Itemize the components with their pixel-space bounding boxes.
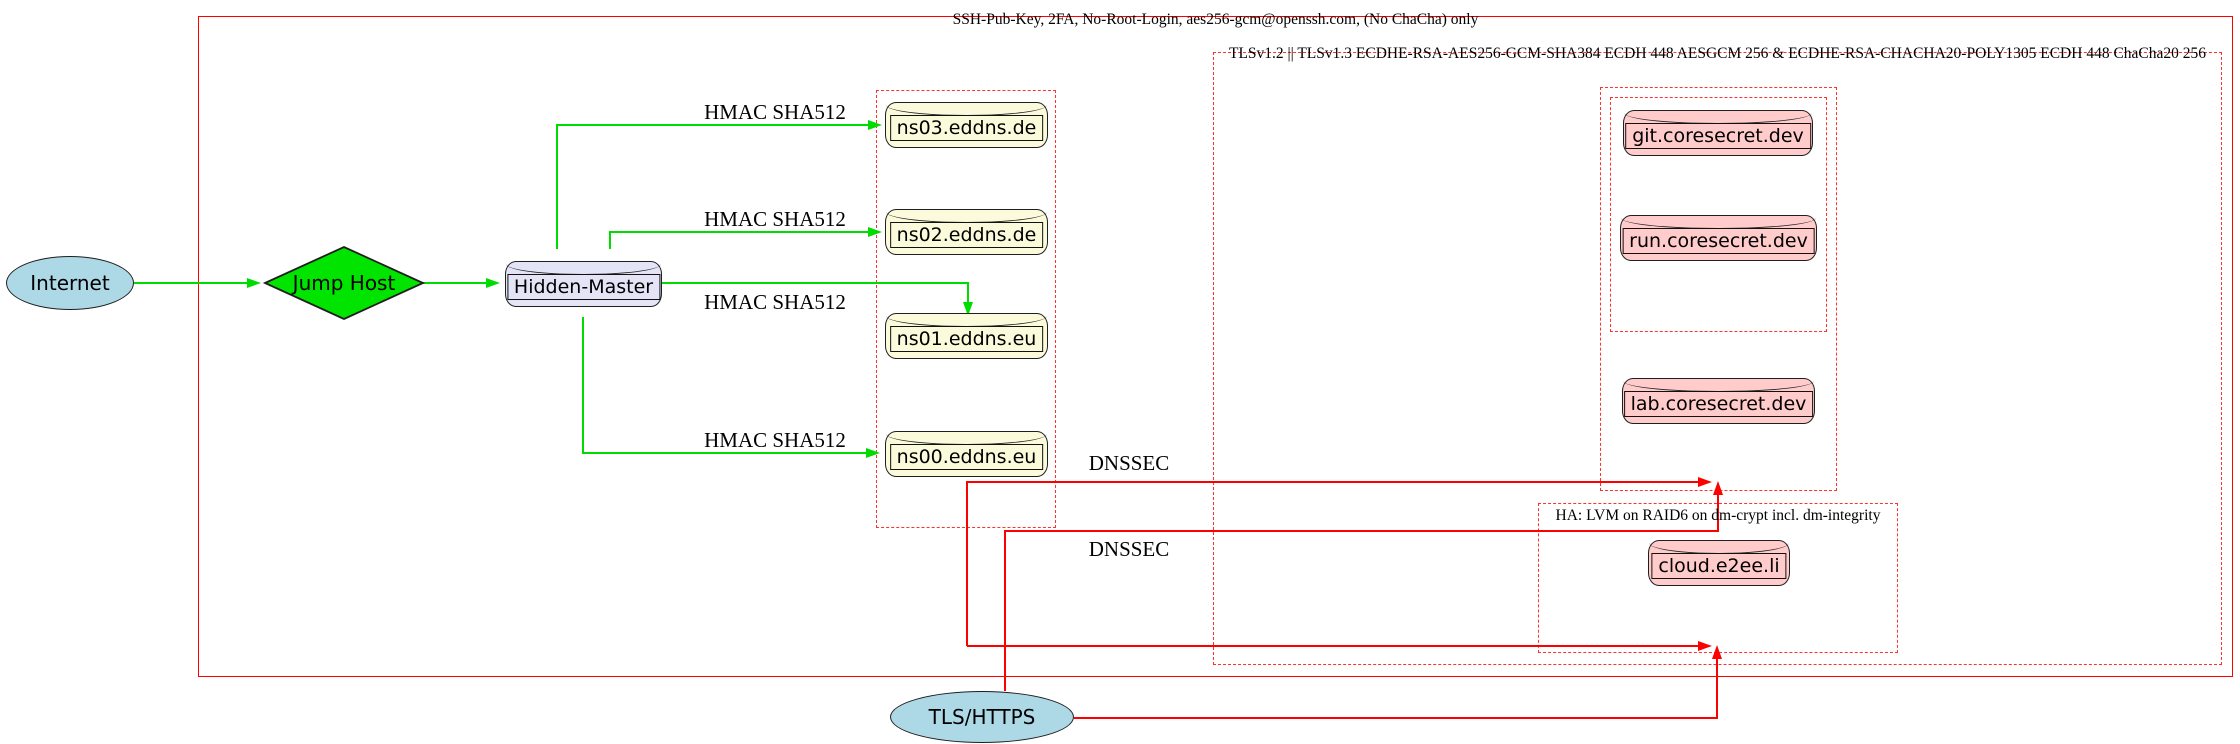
- outer-security-boundary: [198, 16, 2233, 677]
- node-ns00: ns00.eddns.eu: [885, 431, 1048, 477]
- node-ns01: ns01.eddns.eu: [885, 313, 1048, 359]
- arrowhead-dnssec-upper: [1698, 477, 1712, 487]
- node-tls-https-label: TLS/HTTPS: [928, 705, 1036, 729]
- coresecret-inner-cluster-box: [1610, 97, 1827, 332]
- arrowhead-hiddenmaster: [486, 278, 500, 288]
- edge-label-dnssec-1: DNSSEC: [1088, 451, 1170, 475]
- edge-tls-ha: [1074, 658, 1718, 719]
- node-ns00-label: ns00.eddns.eu: [889, 444, 1044, 471]
- edge-hiddenmaster-ns02: [609, 231, 870, 249]
- arrowhead-ns01: [963, 302, 973, 316]
- edge-hiddenmaster-ns01: [662, 282, 969, 304]
- arrowhead-ns02: [868, 227, 882, 237]
- arrowhead-tls-ha: [1712, 645, 1722, 659]
- arrowhead-jumphost: [247, 278, 261, 288]
- node-jump-host: Jump Host: [265, 247, 423, 319]
- node-git-label: git.coresecret.dev: [1625, 123, 1811, 150]
- arrowhead-ns00: [866, 448, 880, 458]
- node-jump-host-label: Jump Host: [292, 271, 396, 295]
- node-hidden-master: Hidden-Master: [505, 261, 662, 307]
- node-run: run.coresecret.dev: [1620, 215, 1817, 261]
- node-jump-host-shape: [262, 246, 426, 320]
- edge-label-hmac-ns02: HMAC SHA512: [704, 207, 846, 231]
- outer-boundary-label: SSH-Pub-Key, 2FA, No-Root-Login, aes256-…: [952, 11, 1479, 28]
- edge-label-hmac-ns03: HMAC SHA512: [704, 100, 846, 124]
- edge-tls-coresecret: [1004, 494, 1719, 691]
- ha-cluster-label: HA: LVM on RAID6 on dm-crypt incl. dm-in…: [1555, 507, 1881, 524]
- node-internet: Internet: [6, 256, 134, 310]
- node-ns03-label: ns03.eddns.de: [889, 115, 1044, 142]
- edge-hiddenmaster-ns03: [556, 124, 870, 249]
- edge-label-hmac-ns01: HMAC SHA512: [704, 290, 846, 314]
- tls-cluster-label: TLSv1.2 || TLSv1.3 ECDHE-RSA-AES256-GCM-…: [1228, 45, 2207, 62]
- edge-label-dnssec-2: DNSSEC: [1088, 537, 1170, 561]
- node-run-label: run.coresecret.dev: [1622, 228, 1815, 255]
- node-tls-https: TLS/HTTPS: [890, 691, 1074, 743]
- node-git: git.coresecret.dev: [1623, 110, 1813, 156]
- node-ns02-label: ns02.eddns.de: [889, 222, 1044, 249]
- node-ns03: ns03.eddns.de: [885, 102, 1048, 148]
- arrowhead-ns03: [868, 120, 882, 130]
- node-internet-label: Internet: [30, 271, 110, 295]
- arrowhead-dnssec-lower: [1698, 641, 1712, 651]
- node-ns01-label: ns01.eddns.eu: [889, 326, 1044, 353]
- edge-label-hmac-ns00: HMAC SHA512: [704, 428, 846, 452]
- node-lab-label: lab.coresecret.dev: [1623, 391, 1814, 418]
- node-cloud: cloud.e2ee.li: [1648, 540, 1790, 586]
- node-cloud-label: cloud.e2ee.li: [1651, 553, 1787, 580]
- arrowhead-tls-coresecret: [1713, 481, 1723, 495]
- edge-hiddenmaster-ns00: [582, 317, 868, 454]
- node-lab: lab.coresecret.dev: [1622, 378, 1815, 424]
- node-hidden-master-label: Hidden-Master: [506, 274, 661, 301]
- node-ns02: ns02.eddns.de: [885, 209, 1048, 255]
- edge-dnssec-upper: [966, 481, 1700, 646]
